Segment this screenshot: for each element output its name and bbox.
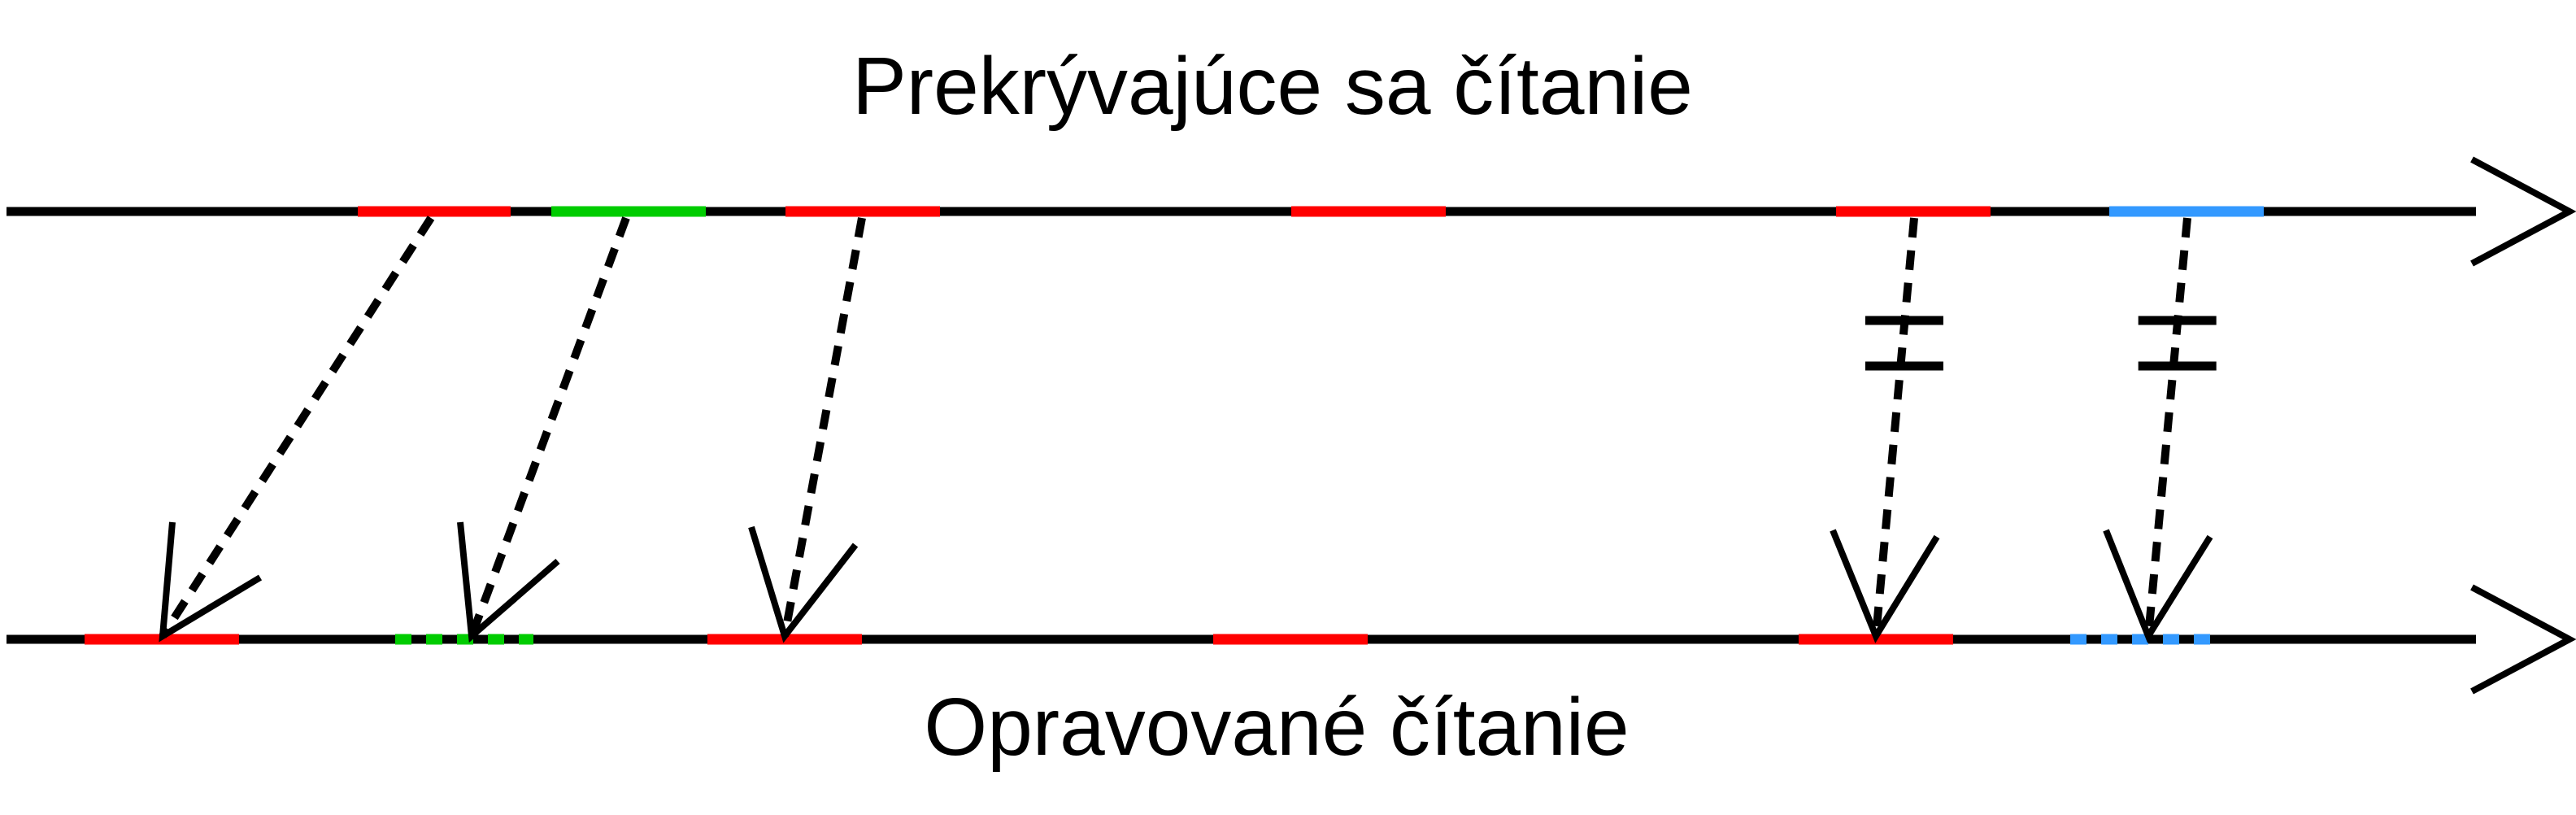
top-segments — [358, 206, 2264, 217]
mapping-arrowhead — [1830, 529, 1940, 643]
top-read-segment-green — [551, 206, 706, 217]
bottom-read-segment-red — [1213, 634, 1368, 645]
mapping-arrow — [748, 217, 866, 643]
mapping-arrow-shaft — [1872, 217, 1918, 637]
bottom-timeline — [7, 584, 2576, 695]
mapping-arrow-blocked — [2103, 217, 2217, 643]
top-read-segment-red — [1291, 206, 1446, 217]
top-axis-arrowhead — [2470, 156, 2576, 267]
top-read-segment-red — [358, 206, 511, 217]
mapping-arrowhead — [748, 525, 859, 643]
top-read-segment-blue — [2109, 206, 2264, 217]
bottom-read-dot-green — [519, 634, 533, 645]
bottom-read-dot-blue — [2132, 634, 2148, 645]
mapping-arrowhead — [2103, 529, 2213, 643]
bottom-read-dot-green — [488, 634, 504, 645]
bottom-read-dot-blue — [2101, 634, 2117, 645]
bottom-axis-arrowhead — [2470, 584, 2576, 695]
mapping-arrow-shaft — [781, 217, 866, 637]
bottom-read-dot-green — [395, 634, 411, 645]
mapping-arrow-shaft — [159, 216, 435, 638]
bottom-read-dot-blue — [2070, 634, 2086, 645]
mapping-arrow — [457, 216, 630, 643]
top-read-segment-red — [785, 206, 940, 217]
top-timeline — [7, 156, 2576, 267]
not-equal-mark — [1865, 316, 1943, 371]
bottom-read-dot-green — [426, 634, 442, 645]
bottom-read-dot-blue — [2194, 634, 2210, 645]
top-read-segment-red — [1836, 206, 1991, 217]
bottom-title: Opravované čítanie — [924, 682, 1629, 773]
bottom-read-dot-blue — [2163, 634, 2179, 645]
mapping-arrow — [159, 216, 435, 643]
top-title: Prekrývajúce sa čítanie — [852, 41, 1693, 132]
mapping-arrowhead — [159, 521, 263, 643]
mapping-arrows — [159, 216, 2217, 643]
not-equal-mark — [2138, 316, 2217, 371]
mapping-arrow-shaft — [2144, 217, 2191, 637]
mapping-arrowhead — [457, 521, 560, 643]
mapping-arrow-blocked — [1830, 217, 1943, 643]
mapping-arrow-shaft — [468, 216, 630, 638]
